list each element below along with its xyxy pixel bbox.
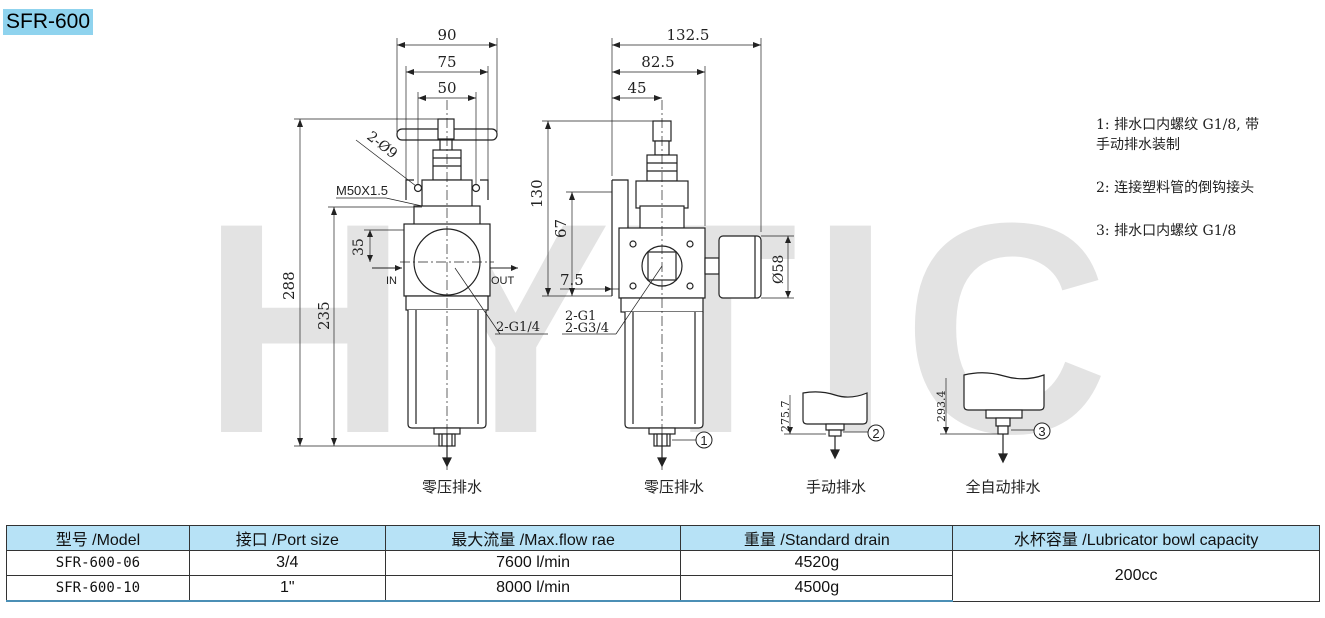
table-row: SFR-600-10 1" 8000 l/min 4500g bbox=[6, 575, 1320, 602]
port-label-2: 2-G3/4 bbox=[565, 321, 609, 336]
caption-auto: 全自动排水 bbox=[965, 478, 1040, 496]
port-label: 2-G1/4 bbox=[496, 320, 540, 335]
dim-thread: M50X1.5 bbox=[336, 183, 388, 198]
side-view-labels: 132.5 82.5 45 130 67 7.5 Ø58 2-G1 2-G3/4… bbox=[528, 26, 787, 496]
dim-132-5: 132.5 bbox=[667, 26, 710, 44]
marker-2: 2 bbox=[872, 426, 879, 441]
dim-75: 75 bbox=[437, 53, 456, 71]
note-text: 排水口内螺纹 G1/8 bbox=[1114, 223, 1237, 239]
dim-288: 288 bbox=[280, 271, 298, 300]
dim-58: Ø58 bbox=[771, 255, 787, 284]
auto-drain-view bbox=[940, 372, 1051, 464]
dim-67: 67 bbox=[552, 219, 570, 238]
table-header-row: 型号 /Model 接口 /Port size 最大流量 /Max.flow r… bbox=[6, 525, 1320, 551]
spec-table: 型号 /Model 接口 /Port size 最大流量 /Max.flow r… bbox=[6, 525, 1320, 602]
cell-weight: 4500g bbox=[680, 575, 954, 602]
cell-flow: 7600 l/min bbox=[384, 550, 682, 576]
front-view bbox=[294, 38, 548, 470]
note-text: 连接塑料管的倒钩接头 bbox=[1114, 180, 1255, 196]
cell-port: 1" bbox=[188, 575, 386, 602]
header-capacity: 水杯容量 /Lubricator bowl capacity bbox=[952, 525, 1320, 551]
note-number: 1 bbox=[1096, 117, 1105, 133]
header-weight: 重量 /Standard drain bbox=[680, 525, 954, 551]
cell-flow: 8000 l/min bbox=[384, 575, 682, 602]
page-title: SFR-600 bbox=[3, 9, 94, 35]
note-text: 排水口内螺纹 G1/8, 带 bbox=[1114, 117, 1260, 133]
auto-drain-labels: 293.4 3 全自动排水 bbox=[935, 391, 1046, 497]
marker-1: 1 bbox=[700, 433, 707, 448]
notes: 1: 排水口内螺纹 G1/8, 带 手动排水装制 2: 连接塑料管的倒钩接头 3… bbox=[1096, 115, 1259, 264]
cell-model: SFR-600-06 bbox=[6, 550, 190, 576]
label-out: OUT bbox=[491, 275, 515, 287]
label-in: IN bbox=[386, 275, 397, 287]
dim-90: 90 bbox=[437, 26, 456, 44]
caption-manual: 手动排水 bbox=[806, 478, 866, 496]
cell-capacity: 200cc bbox=[952, 550, 1320, 602]
note-2: 2: 连接塑料管的倒钩接头 bbox=[1096, 180, 1255, 196]
cell-port: 3/4 bbox=[188, 550, 386, 576]
caption-side: 零压排水 bbox=[644, 478, 704, 496]
dim-50: 50 bbox=[437, 79, 456, 97]
dim-hole: 2-Ø9 bbox=[364, 129, 401, 163]
dim-275-7: 275.7 bbox=[779, 401, 792, 433]
pressure-gauge bbox=[718, 235, 762, 299]
side-view bbox=[542, 38, 794, 470]
note-text-line2: 手动排水装制 bbox=[1096, 137, 1180, 153]
dim-7-5: 7.5 bbox=[560, 271, 584, 289]
dim-35: 35 bbox=[351, 238, 367, 256]
header-model: 型号 /Model bbox=[6, 525, 190, 551]
cell-model: SFR-600-10 bbox=[6, 575, 190, 602]
technical-drawing: HYTIC bbox=[202, 26, 1108, 497]
table-row: SFR-600-06 3/4 7600 l/min 4520g 200cc bbox=[6, 550, 1320, 602]
note-1: 1: 排水口内螺纹 G1/8, 带 手动排水装制 bbox=[1096, 117, 1260, 153]
header-port: 接口 /Port size bbox=[188, 525, 386, 551]
dim-82-5: 82.5 bbox=[641, 53, 674, 71]
note-number: 2 bbox=[1096, 180, 1105, 196]
caption-front: 零压排水 bbox=[422, 478, 482, 496]
cell-weight: 4520g bbox=[680, 550, 954, 576]
port-label-1: 2-G1 bbox=[565, 309, 596, 324]
header-flow: 最大流量 /Max.flow rae bbox=[384, 525, 682, 551]
manual-drain-view bbox=[784, 391, 885, 460]
manual-drain-labels: 275.7 2 手动排水 bbox=[779, 401, 880, 497]
marker-3: 3 bbox=[1038, 424, 1045, 439]
dim-45: 45 bbox=[627, 79, 646, 97]
dim-293-4: 293.4 bbox=[935, 391, 948, 423]
dim-235: 235 bbox=[315, 301, 333, 330]
note-3: 3: 排水口内螺纹 G1/8 bbox=[1096, 223, 1237, 239]
dim-130: 130 bbox=[528, 179, 546, 208]
note-number: 3 bbox=[1096, 223, 1105, 239]
front-view-labels: 90 75 50 2-Ø9 M50X1.5 35 288 235 IN OUT … bbox=[280, 26, 540, 496]
